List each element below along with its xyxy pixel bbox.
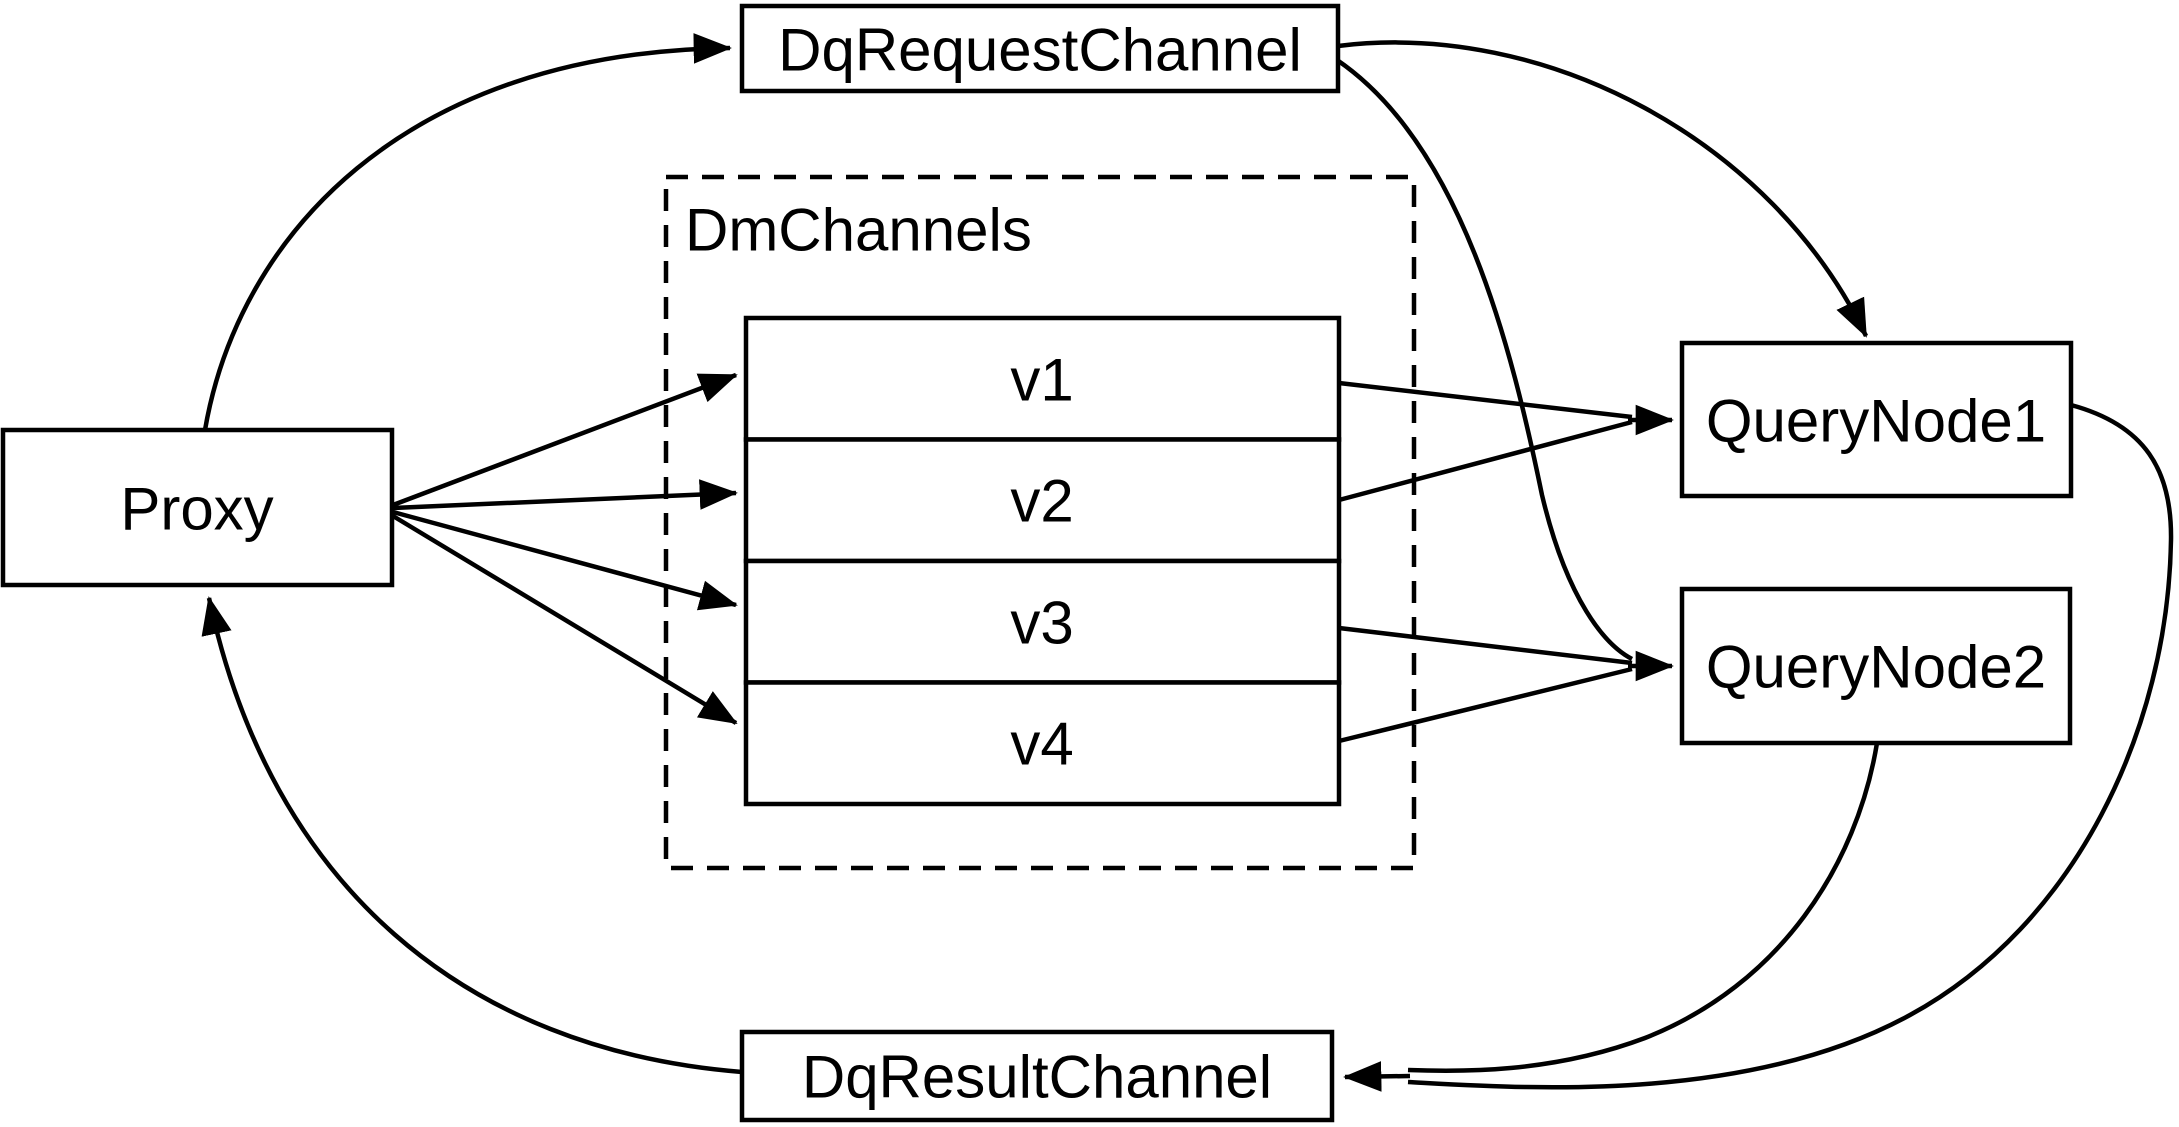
arrowhead-into-dqresultchannel: [1343, 1061, 1411, 1092]
node-query-node-1: QueryNode1: [1679, 340, 2074, 499]
edge-proxy-to-dqrequestchannel: [202, 33, 732, 431]
query-node-2-box: [1679, 586, 2073, 746]
dq-result-channel-box: [739, 1029, 1335, 1123]
query-node-1-label: QueryNode1: [1706, 388, 2046, 455]
channel-v4-box: [743, 680, 1342, 807]
edge-querynode1-to-dqresultchannel: [1407, 402, 2174, 1090]
dq-request-channel-box: [739, 3, 1341, 94]
dm-channels-group-box: [663, 174, 1417, 871]
edge-proxy-to-v1: [392, 372, 738, 508]
edge-v2-to-querynode1: [1338, 419, 1633, 503]
edge-v1-to-querynode1: [1338, 380, 1633, 420]
node-dq-result-channel: DqResultChannel: [739, 1029, 1335, 1123]
node-query-node-2: QueryNode2: [1679, 586, 2073, 746]
query-node-1-box: [1679, 340, 2074, 499]
query-node-2-label: QueryNode2: [1706, 634, 2046, 701]
proxy-box: [0, 427, 395, 588]
edge-proxy-to-v4: [391, 514, 738, 725]
edge-proxy-to-v3: [392, 509, 738, 611]
dq-request-channel-label: DqRequestChannel: [778, 17, 1302, 84]
channel-v2-box: [743, 437, 1342, 564]
dq-result-channel-label: DqResultChannel: [802, 1044, 1272, 1111]
channel-stack: v1 v2 v3 v4: [743, 315, 1342, 807]
edge-querynode2-to-dqresultchannel: [1407, 742, 1880, 1074]
node-proxy: Proxy: [0, 427, 395, 588]
edge-v4-to-querynode2: [1338, 666, 1633, 744]
channel-v2-label: v2: [1010, 468, 1073, 535]
proxy-label: Proxy: [120, 476, 273, 543]
edge-dqrequestchannel-to-querynode2: [1335, 58, 1634, 661]
channel-v4-label: v4: [1010, 711, 1073, 778]
channel-v3-label: v3: [1010, 590, 1073, 657]
edge-v3-to-querynode2: [1338, 625, 1633, 666]
node-dq-request-channel: DqRequestChannel: [739, 3, 1341, 94]
channel-v1-box: [743, 315, 1342, 442]
channel-v1-label: v1: [1010, 347, 1073, 414]
edge-dqresultchannel-to-proxy: [201, 596, 743, 1075]
edge-proxy-to-v2: [392, 479, 738, 511]
edge-dqrequestchannel-to-querynode1: [1337, 40, 1869, 338]
dm-channels-group-label: DmChannels: [685, 197, 1032, 264]
